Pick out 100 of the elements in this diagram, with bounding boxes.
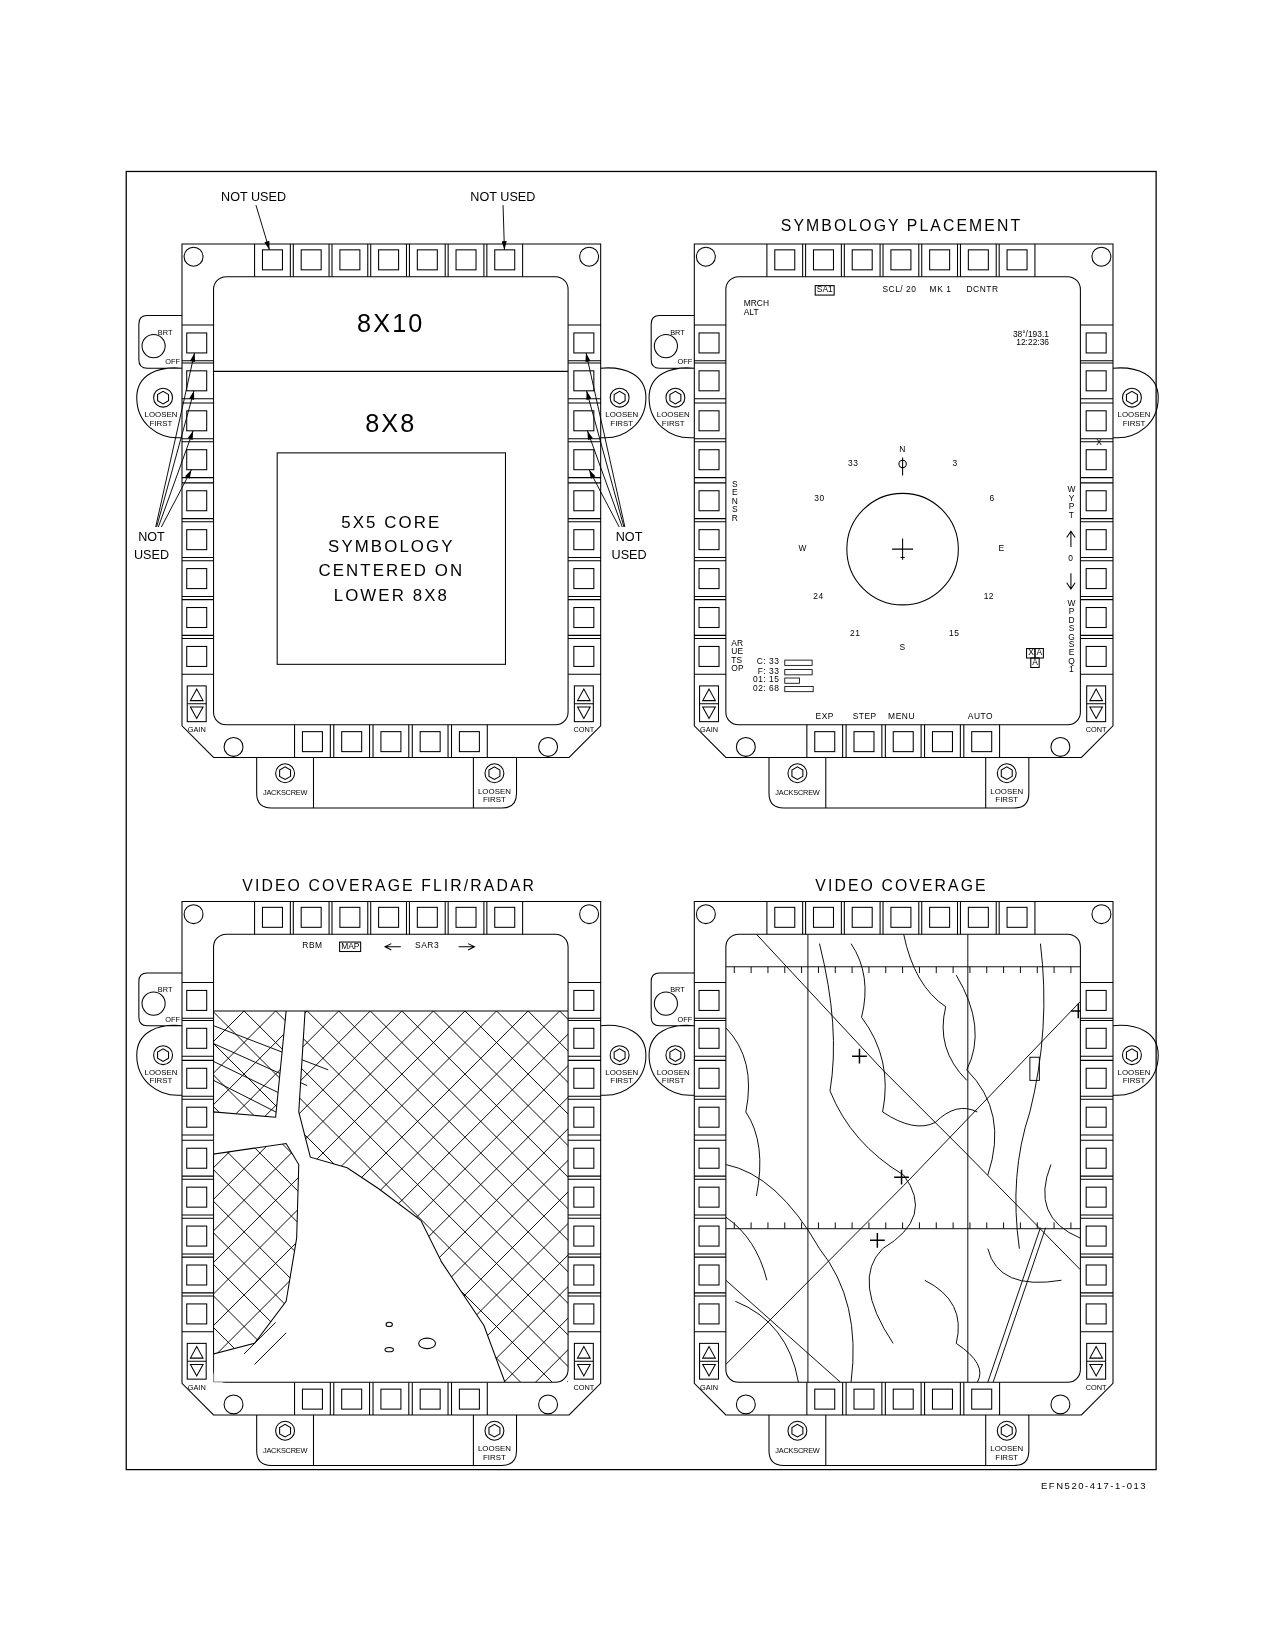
bezel-button bbox=[698, 607, 720, 629]
bezel-button bbox=[698, 1225, 720, 1247]
bezel-button bbox=[339, 906, 361, 928]
display-text: N bbox=[899, 445, 906, 455]
bezel-button bbox=[186, 1067, 208, 1089]
bezel-button bbox=[186, 1303, 208, 1325]
bezel-button bbox=[698, 1264, 720, 1286]
bezel-button bbox=[458, 731, 480, 753]
bezel-button bbox=[378, 906, 400, 928]
bezel-button bbox=[416, 906, 438, 928]
bezel-button bbox=[853, 1388, 875, 1410]
bezel-button bbox=[1085, 449, 1107, 471]
display-text: AUTO bbox=[967, 712, 994, 723]
bezel-button bbox=[186, 645, 208, 667]
bezel-button bbox=[339, 249, 361, 271]
bezel-button bbox=[774, 249, 796, 271]
panel-title: SYMBOLOGY PLACEMENT bbox=[780, 217, 1023, 235]
bezel-button bbox=[1085, 490, 1107, 512]
bezel-button bbox=[890, 906, 912, 928]
bezel-button bbox=[573, 1067, 595, 1089]
display-text: 6 bbox=[989, 495, 995, 505]
display-text: MRCH ALT bbox=[743, 299, 769, 317]
bezel-button bbox=[458, 1388, 480, 1410]
bezel-button bbox=[378, 249, 400, 271]
callout-text: NOT USED bbox=[219, 189, 288, 206]
display-text: 30 bbox=[814, 495, 825, 505]
bezel-button bbox=[573, 1106, 595, 1128]
bezel-button bbox=[186, 490, 208, 512]
bezel-button bbox=[573, 1186, 595, 1208]
bezel-button bbox=[1085, 410, 1107, 432]
display-text: S bbox=[899, 643, 906, 653]
bezel-button bbox=[1085, 1303, 1107, 1325]
display-text: 0 bbox=[1068, 555, 1074, 565]
bezel-button bbox=[455, 249, 477, 271]
region-label: 8X8 bbox=[365, 409, 417, 439]
bezel-button bbox=[851, 906, 873, 928]
bezel-button bbox=[698, 568, 720, 590]
display-text: C: 33 bbox=[756, 658, 780, 668]
callout-text: NOT USED bbox=[129, 527, 174, 565]
bezel-button bbox=[494, 249, 516, 271]
bezel-button bbox=[494, 906, 516, 928]
bezel-button bbox=[698, 332, 720, 354]
display-text: STEP bbox=[852, 712, 877, 723]
bezel-button bbox=[814, 731, 836, 753]
bezel-button bbox=[186, 1186, 208, 1208]
bezel-button bbox=[186, 568, 208, 590]
bezel-button bbox=[573, 1027, 595, 1049]
bezel-button bbox=[186, 1106, 208, 1128]
bezel-button bbox=[853, 731, 875, 753]
bezel-button bbox=[186, 449, 208, 471]
bezel-button bbox=[698, 529, 720, 551]
display-text: 02: 68 bbox=[752, 684, 780, 694]
bezel-button bbox=[1085, 1147, 1107, 1169]
bezel-button bbox=[1085, 1225, 1107, 1247]
bezel-button bbox=[1085, 989, 1107, 1011]
display-text: 33 bbox=[847, 459, 859, 469]
bezel-button bbox=[1006, 249, 1028, 271]
display-text: E bbox=[998, 544, 1005, 554]
display-text: EXP bbox=[815, 712, 834, 723]
bezel-button bbox=[698, 1106, 720, 1128]
bezel-button bbox=[698, 645, 720, 667]
bezel-button bbox=[380, 731, 402, 753]
bezel-button bbox=[341, 1388, 363, 1410]
bezel-button bbox=[971, 1388, 993, 1410]
bezel-button bbox=[1085, 370, 1107, 392]
display-text: 24 bbox=[813, 592, 824, 603]
bezel-button bbox=[301, 731, 323, 753]
bezel-button bbox=[890, 249, 912, 271]
bezel-button bbox=[1085, 1186, 1107, 1208]
bezel-button bbox=[573, 529, 595, 551]
bezel-button bbox=[1085, 1106, 1107, 1128]
panel-title: VIDEO COVERAGE bbox=[815, 877, 988, 895]
bezel-button bbox=[301, 1388, 323, 1410]
bezel-button bbox=[573, 1147, 595, 1169]
figure-number: EFN520-417-1-013 bbox=[1040, 1481, 1148, 1492]
callout-text: NOT USED bbox=[469, 189, 537, 206]
bezel-button bbox=[1085, 607, 1107, 629]
bezel-button bbox=[341, 731, 363, 753]
display-text: 38°/193.1 12:22:36 bbox=[1012, 330, 1049, 348]
bezel-button bbox=[1085, 568, 1107, 590]
display-text: DCNTR bbox=[966, 285, 999, 295]
bezel-button bbox=[186, 1225, 208, 1247]
bezel-button bbox=[573, 607, 595, 629]
bezel-button bbox=[419, 731, 441, 753]
bezel-button bbox=[419, 1388, 441, 1410]
bezel-button bbox=[573, 370, 595, 392]
bezel-button bbox=[573, 1264, 595, 1286]
bezel-button bbox=[931, 1388, 953, 1410]
boxed-display-text: A bbox=[1030, 657, 1041, 668]
bezel-button bbox=[1085, 1027, 1107, 1049]
bezel-button bbox=[971, 731, 993, 753]
bezel-button bbox=[698, 1303, 720, 1325]
bezel-button bbox=[698, 1027, 720, 1049]
bezel-button bbox=[186, 332, 208, 354]
bezel-button bbox=[300, 249, 322, 271]
bezel-button bbox=[186, 1027, 208, 1049]
display-text: 3 bbox=[952, 459, 958, 469]
bezel-button bbox=[186, 370, 208, 392]
bezel-button bbox=[931, 731, 953, 753]
display-text: SAR3 bbox=[415, 942, 440, 952]
